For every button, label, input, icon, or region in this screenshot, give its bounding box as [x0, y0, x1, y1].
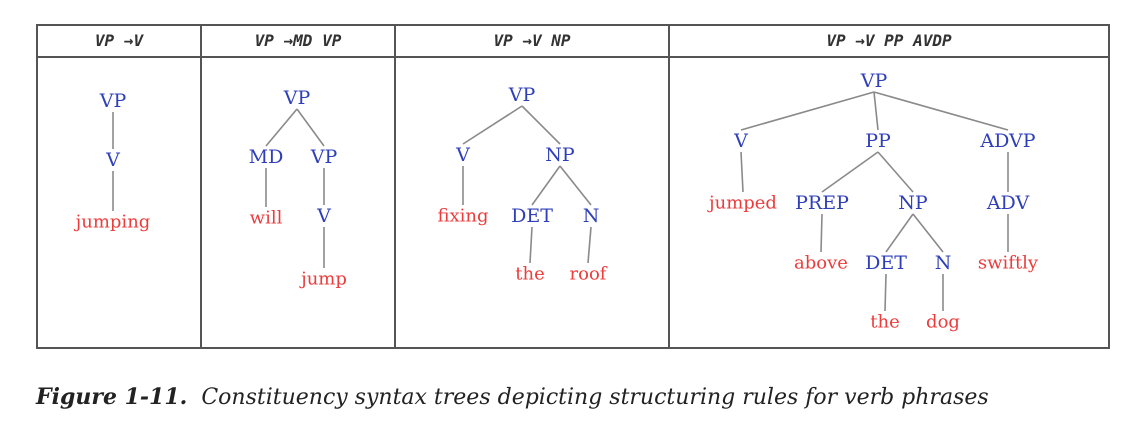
tree-edge [821, 151, 879, 193]
tree-node-word: jump [299, 269, 347, 290]
tree-node-category: V [105, 149, 120, 171]
tree-node-category: PP [865, 130, 891, 152]
tree-node-word: above [794, 253, 848, 274]
tree-edge [559, 165, 592, 206]
tree-node-word: fixing [437, 206, 488, 227]
tree-node-category: VP [99, 90, 127, 112]
tree-edge [531, 165, 561, 206]
tree-node-category: DET [865, 252, 907, 274]
tree-node-category: V [316, 205, 331, 227]
tree-edge [587, 226, 592, 264]
tree-edge [885, 213, 914, 253]
tree-node-category: ADVP [979, 130, 1035, 152]
rule-header-1: VP →V [94, 31, 144, 50]
rule-header-2: VP →MD VP [254, 31, 342, 50]
tree-node-word: the [870, 312, 899, 333]
tree-node-category: NP [545, 144, 575, 166]
tree-node-category: VP [860, 70, 888, 92]
tree-node-category: PREP [795, 192, 849, 214]
tree-node-category: VP [508, 84, 536, 106]
tree-node-word: will [250, 208, 283, 229]
tree-node-word: jumped [707, 193, 777, 214]
tree-node-word: swiftly [978, 253, 1039, 274]
tree-edge [529, 226, 533, 264]
tree-edge [740, 91, 875, 131]
tree-edge [521, 105, 561, 145]
tree-node-word: jumping [74, 212, 151, 233]
tree-edge [462, 105, 523, 145]
tree-edge [740, 151, 744, 193]
tree-edge [873, 91, 879, 131]
rule-header-row: VP →V VP →MD VP VP →V NP VP →V PP AVDP [38, 26, 1108, 58]
rule-header-3: VP →V NP [493, 31, 571, 50]
tree-node-category: DET [511, 205, 553, 227]
column-divider [668, 26, 670, 347]
tree-node-category: N [935, 252, 952, 274]
column-divider [394, 26, 396, 347]
tree-edge [912, 213, 944, 253]
tree-node-word: dog [926, 312, 960, 333]
figure-label: Figure 1-11. [36, 384, 188, 410]
tree-node-word: roof [570, 264, 608, 285]
figure-caption: Figure 1-11. Constituency syntax trees d… [36, 384, 989, 410]
tree-node-category: VP [283, 87, 311, 109]
column-divider [200, 26, 202, 347]
tree-node-category: MD [249, 146, 284, 168]
tree-node-category: V [455, 144, 470, 166]
tree-edge [265, 108, 298, 147]
tree-node-word: the [515, 264, 544, 285]
figure-caption-text: Constituency syntax trees depicting stru… [201, 385, 989, 410]
rule-header-4: VP →V PP AVDP [826, 31, 952, 50]
tree-edge [877, 151, 914, 193]
tree-node-category: ADV [986, 192, 1030, 214]
tree-node-category: NP [898, 192, 928, 214]
figure-table: VP →V VP →MD VP VP →V NP VP →V PP AVDP [36, 24, 1110, 349]
tree-node-category: V [733, 130, 748, 152]
tree-edge [820, 213, 823, 253]
tree-edge [873, 91, 1009, 131]
tree-edge [296, 108, 325, 147]
tree-node-category: N [583, 205, 600, 227]
tree-edge [884, 273, 887, 312]
tree-node-category: VP [310, 146, 338, 168]
